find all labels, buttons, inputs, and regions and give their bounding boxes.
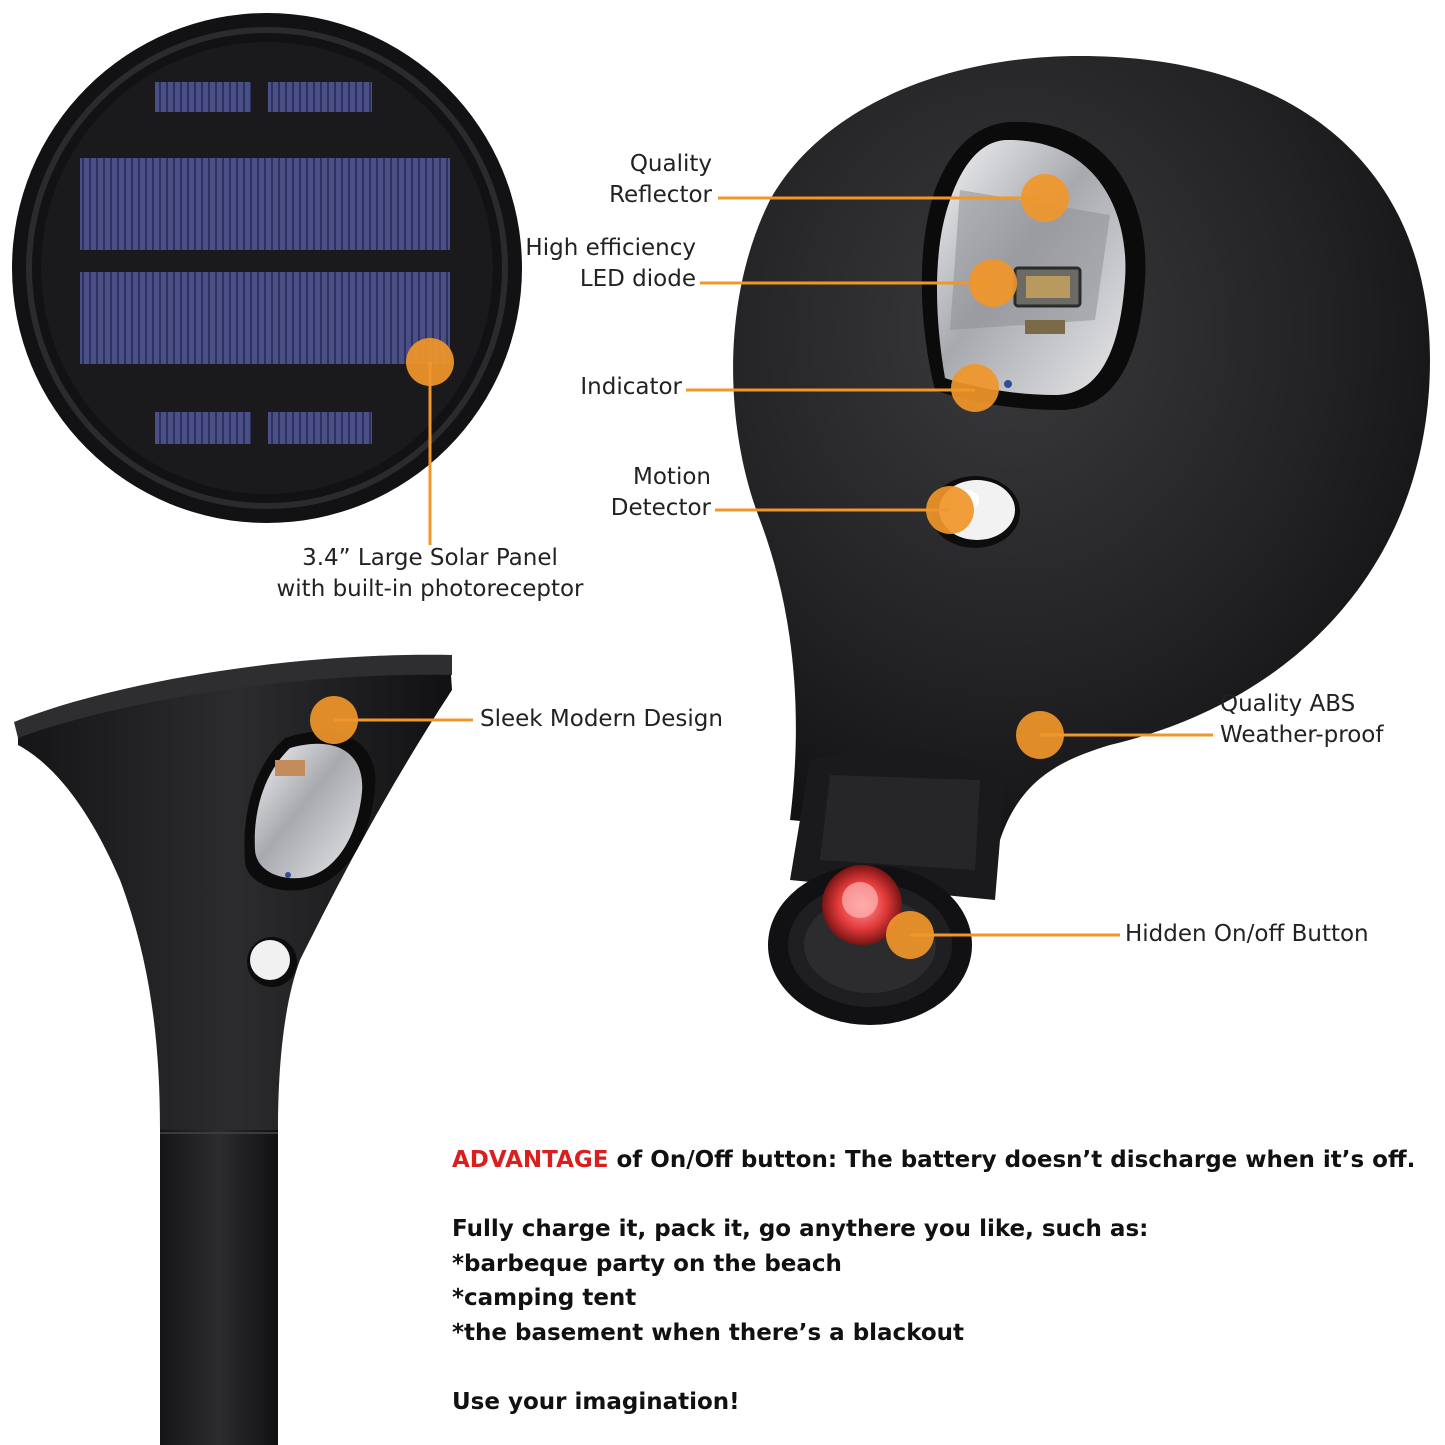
design-label: Sleek Modern Design: [480, 706, 723, 732]
indicator-label: Indicator: [580, 374, 682, 400]
use-item: *barbeque party on the beach: [452, 1250, 842, 1277]
advantage-word: ADVANTAGE: [452, 1147, 609, 1173]
abs-callout-dot: [1016, 711, 1064, 759]
led-callout-dot: [969, 259, 1017, 307]
design-callout-dot: [310, 696, 358, 744]
motion-callout-dot: [926, 486, 974, 534]
advantage-copy: ADVANTAGE of On/Off button: The battery …: [452, 1143, 1427, 1419]
solar-callout-dot: [406, 338, 454, 386]
indicator-callout-dot: [951, 364, 999, 412]
motion-label: Motion Detector: [610, 464, 711, 521]
stake-light-illustration: [14, 654, 452, 1445]
led-label: High efficiency LED diode: [525, 235, 696, 292]
intro-line: Fully charge it, pack it, go anythere yo…: [452, 1216, 1149, 1242]
closing-line: Use your imagination!: [452, 1388, 740, 1415]
advantage-line: ADVANTAGE of On/Off button: The battery …: [452, 1143, 1427, 1178]
abs-label: Quality ABS Weather-proof: [1220, 691, 1384, 748]
solar-panel-illustration: [12, 13, 522, 523]
reflector-label: Quality Reflector: [609, 151, 712, 208]
reflector-callout-dot: [1021, 174, 1069, 222]
lamp-head-illustration: [733, 56, 1430, 1025]
button-callout-dot: [886, 911, 934, 959]
solar-panel-label: 3.4” Large Solar Panel with built-in pho…: [276, 545, 584, 602]
button-label: Hidden On/off Button: [1125, 921, 1369, 947]
use-item: *camping tent: [452, 1285, 637, 1311]
advantage-text: of On/Off button: The battery doesn’t di…: [608, 1147, 1416, 1173]
use-item: *the basement when there’s a blackout: [452, 1319, 965, 1346]
